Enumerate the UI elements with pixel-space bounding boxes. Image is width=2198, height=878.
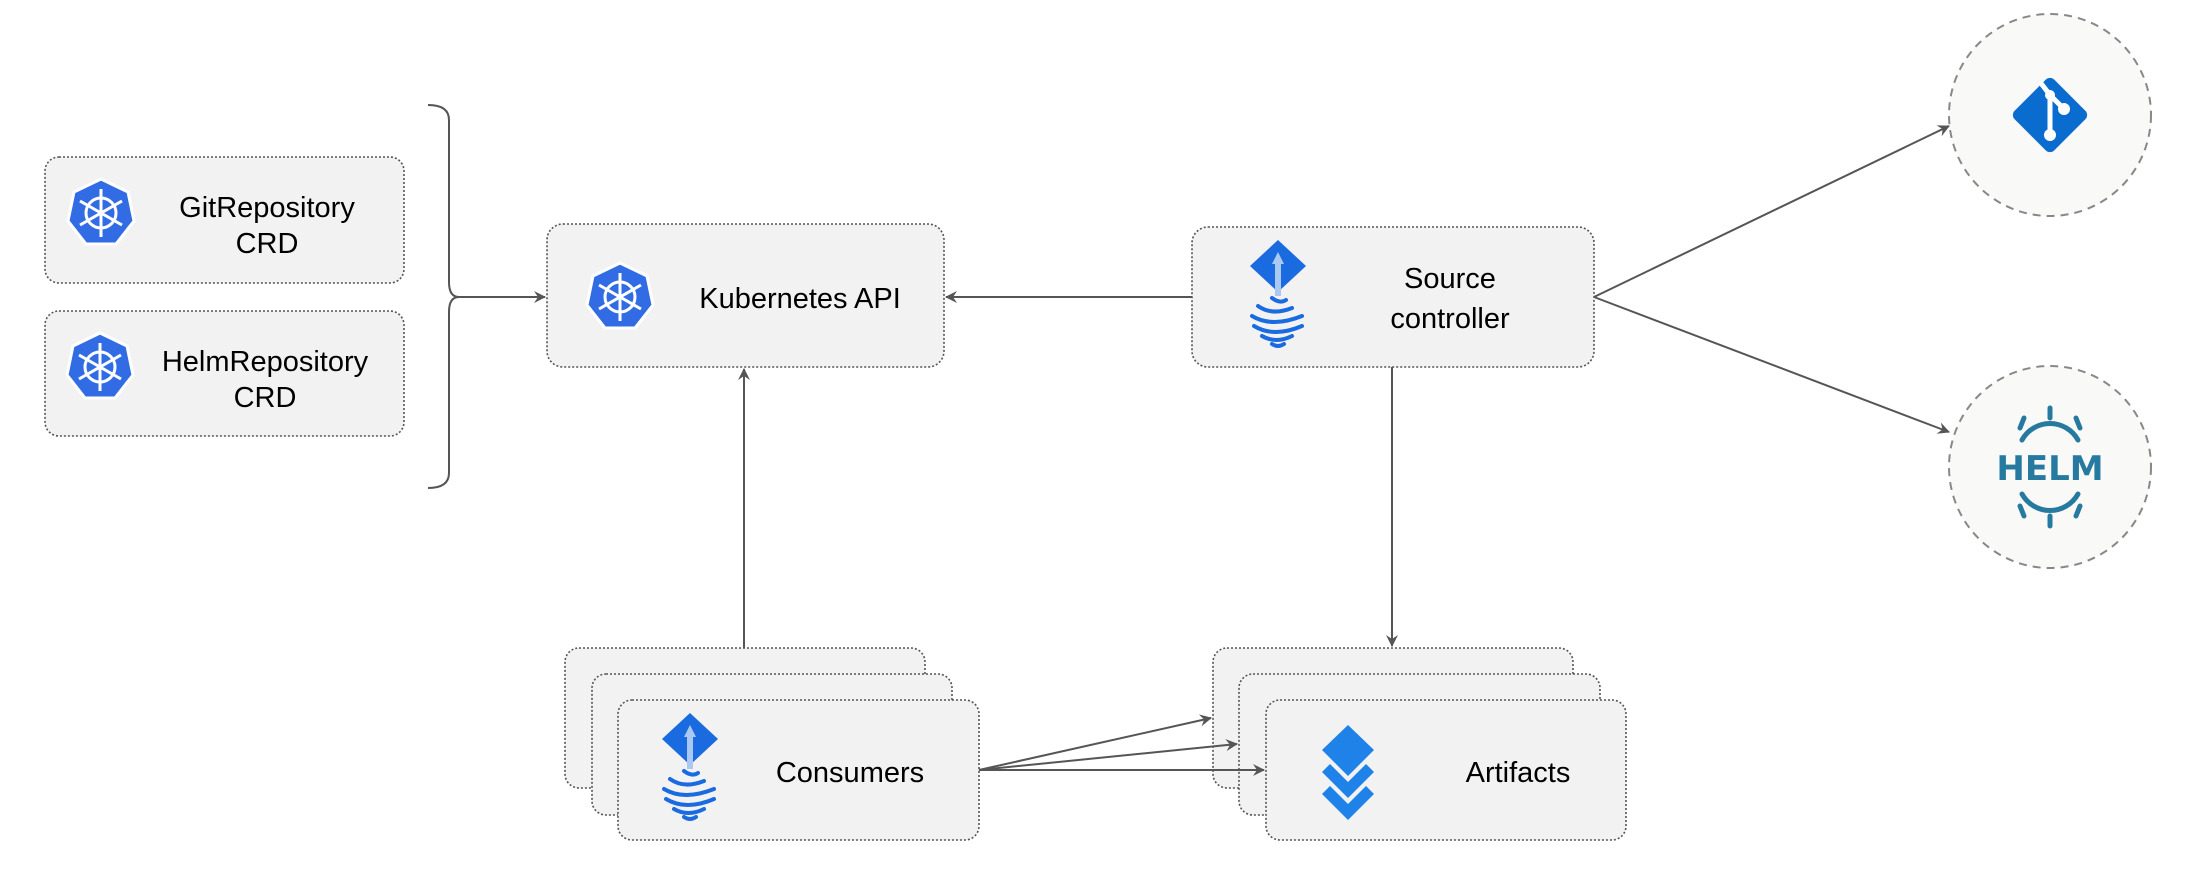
source-controller-label: Source <box>1404 263 1496 295</box>
artifacts-node[interactable]: Artifacts <box>1212 647 1627 841</box>
helm-icon <box>2017 405 2083 529</box>
consumers-label: Consumers <box>776 757 924 789</box>
artifacts-label: Artifacts <box>1466 757 1571 789</box>
layers-icon <box>1322 725 1374 820</box>
kubernetes-icon <box>66 177 136 246</box>
kubernetes-api-node[interactable]: Kubernetes API <box>546 223 945 368</box>
edge-consumers-to-artifact-1 <box>978 714 1212 771</box>
edge-source-to-helm <box>1593 296 1950 434</box>
helm-node[interactable]: HELM <box>1948 365 2152 569</box>
kubernetes-icon <box>585 261 655 330</box>
helm-logo-text: HELM <box>1996 449 2103 489</box>
helm-repository-crd-node[interactable]: HelmRepository CRD <box>44 310 405 437</box>
kubernetes-icon <box>65 331 135 400</box>
git-icon <box>2012 77 2088 153</box>
git-crd-label: GitRepository <box>179 192 355 224</box>
source-controller-node[interactable]: Source controller <box>1191 226 1595 368</box>
helm-crd-label: HelmRepository <box>162 346 369 378</box>
edge-consumers-to-artifact-2 <box>978 739 1238 771</box>
git-crd-sublabel: CRD <box>236 228 299 260</box>
source-controller-sublabel: controller <box>1390 303 1510 335</box>
git-repository-crd-node[interactable]: GitRepository CRD <box>44 156 405 284</box>
edge-source-to-git <box>1593 125 1950 298</box>
helm-crd-sublabel: CRD <box>234 382 297 414</box>
git-node[interactable] <box>1948 13 2152 217</box>
kubernetes-api-label: Kubernetes API <box>699 283 901 315</box>
consumers-node[interactable]: Consumers <box>564 647 980 841</box>
crd-brace <box>427 104 460 489</box>
